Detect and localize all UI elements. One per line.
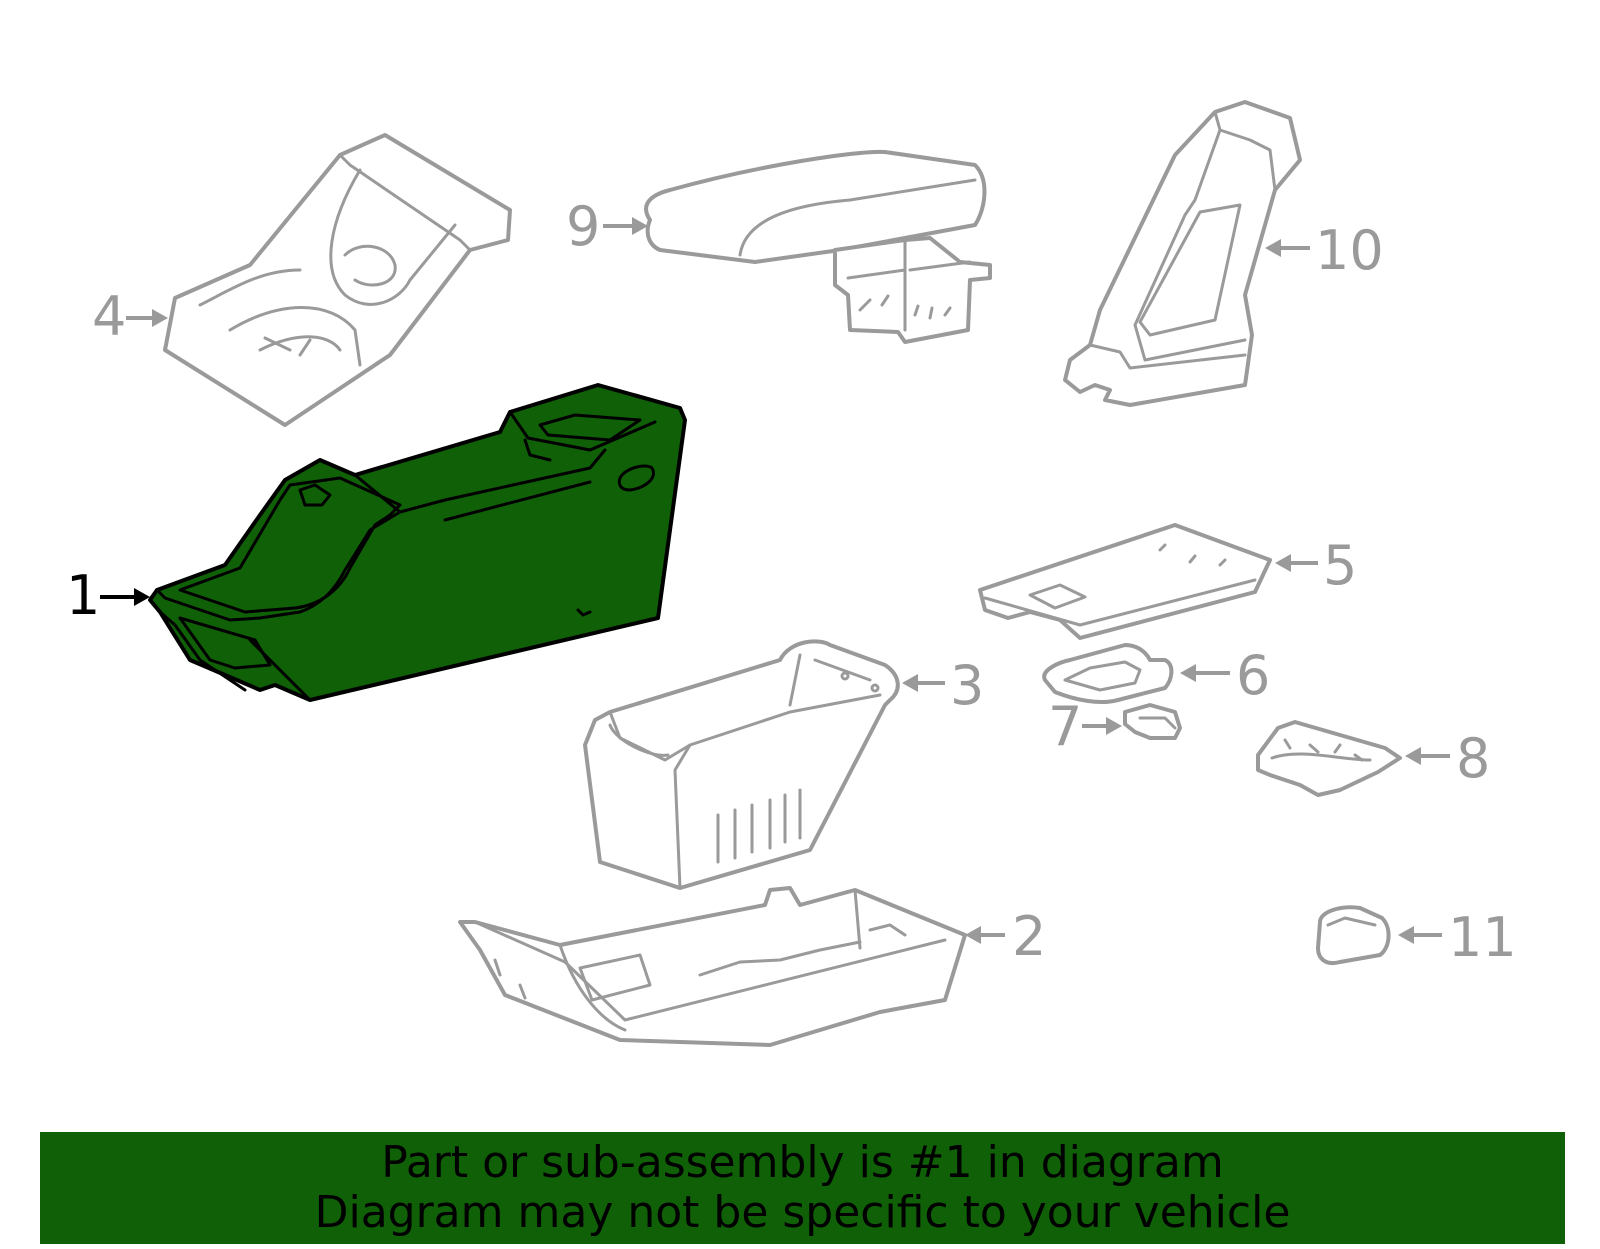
part-10-bracket[interactable]	[1063, 100, 1302, 407]
callout-4-label: 4	[92, 285, 126, 348]
callout-5-label: 5	[1323, 534, 1357, 597]
callout-4: 4	[92, 285, 168, 348]
callout-3-label: 3	[950, 654, 984, 717]
callout-5: 5	[1275, 534, 1357, 597]
banner-line-1: Part or sub-assembly is #1 in diagram	[381, 1137, 1224, 1188]
callout-8: 8	[1405, 727, 1490, 790]
part-3-storage-bin[interactable]	[583, 639, 900, 890]
part-6-insert[interactable]	[1042, 643, 1174, 704]
callout-10-label: 10	[1315, 219, 1384, 282]
part-11-button[interactable]	[1316, 905, 1391, 965]
callout-7-label: 7	[1048, 695, 1082, 758]
callout-9-label: 9	[566, 195, 600, 258]
callout-11-label: 11	[1448, 906, 1517, 969]
callout-11: 11	[1398, 906, 1517, 969]
callout-2-label: 2	[1012, 905, 1046, 968]
callout-3: 3	[902, 654, 984, 717]
part-7-clip[interactable]	[1123, 703, 1182, 740]
part-5-panel[interactable]	[978, 523, 1272, 640]
callout-1-label: 1	[66, 564, 100, 627]
part-1-console-body[interactable]	[148, 383, 687, 702]
part-9-armrest[interactable]	[644, 149, 992, 344]
callout-6: 6	[1180, 644, 1270, 707]
part-8-pad[interactable]	[1256, 720, 1402, 797]
callout-1: 1	[66, 564, 150, 627]
part-4-cup-holder[interactable]	[163, 133, 512, 427]
callout-10: 10	[1265, 219, 1384, 282]
callout-9: 9	[566, 195, 648, 258]
banner-line-2: Diagram may not be specific to your vehi…	[314, 1187, 1291, 1238]
part-2-base-tray[interactable]	[458, 886, 967, 1047]
callout-7: 7	[1048, 695, 1122, 758]
info-banner: Part or sub-assembly is #1 in diagram Di…	[40, 1132, 1565, 1244]
callout-2: 2	[965, 905, 1046, 968]
callout-6-label: 6	[1236, 644, 1270, 707]
callout-8-label: 8	[1456, 727, 1490, 790]
